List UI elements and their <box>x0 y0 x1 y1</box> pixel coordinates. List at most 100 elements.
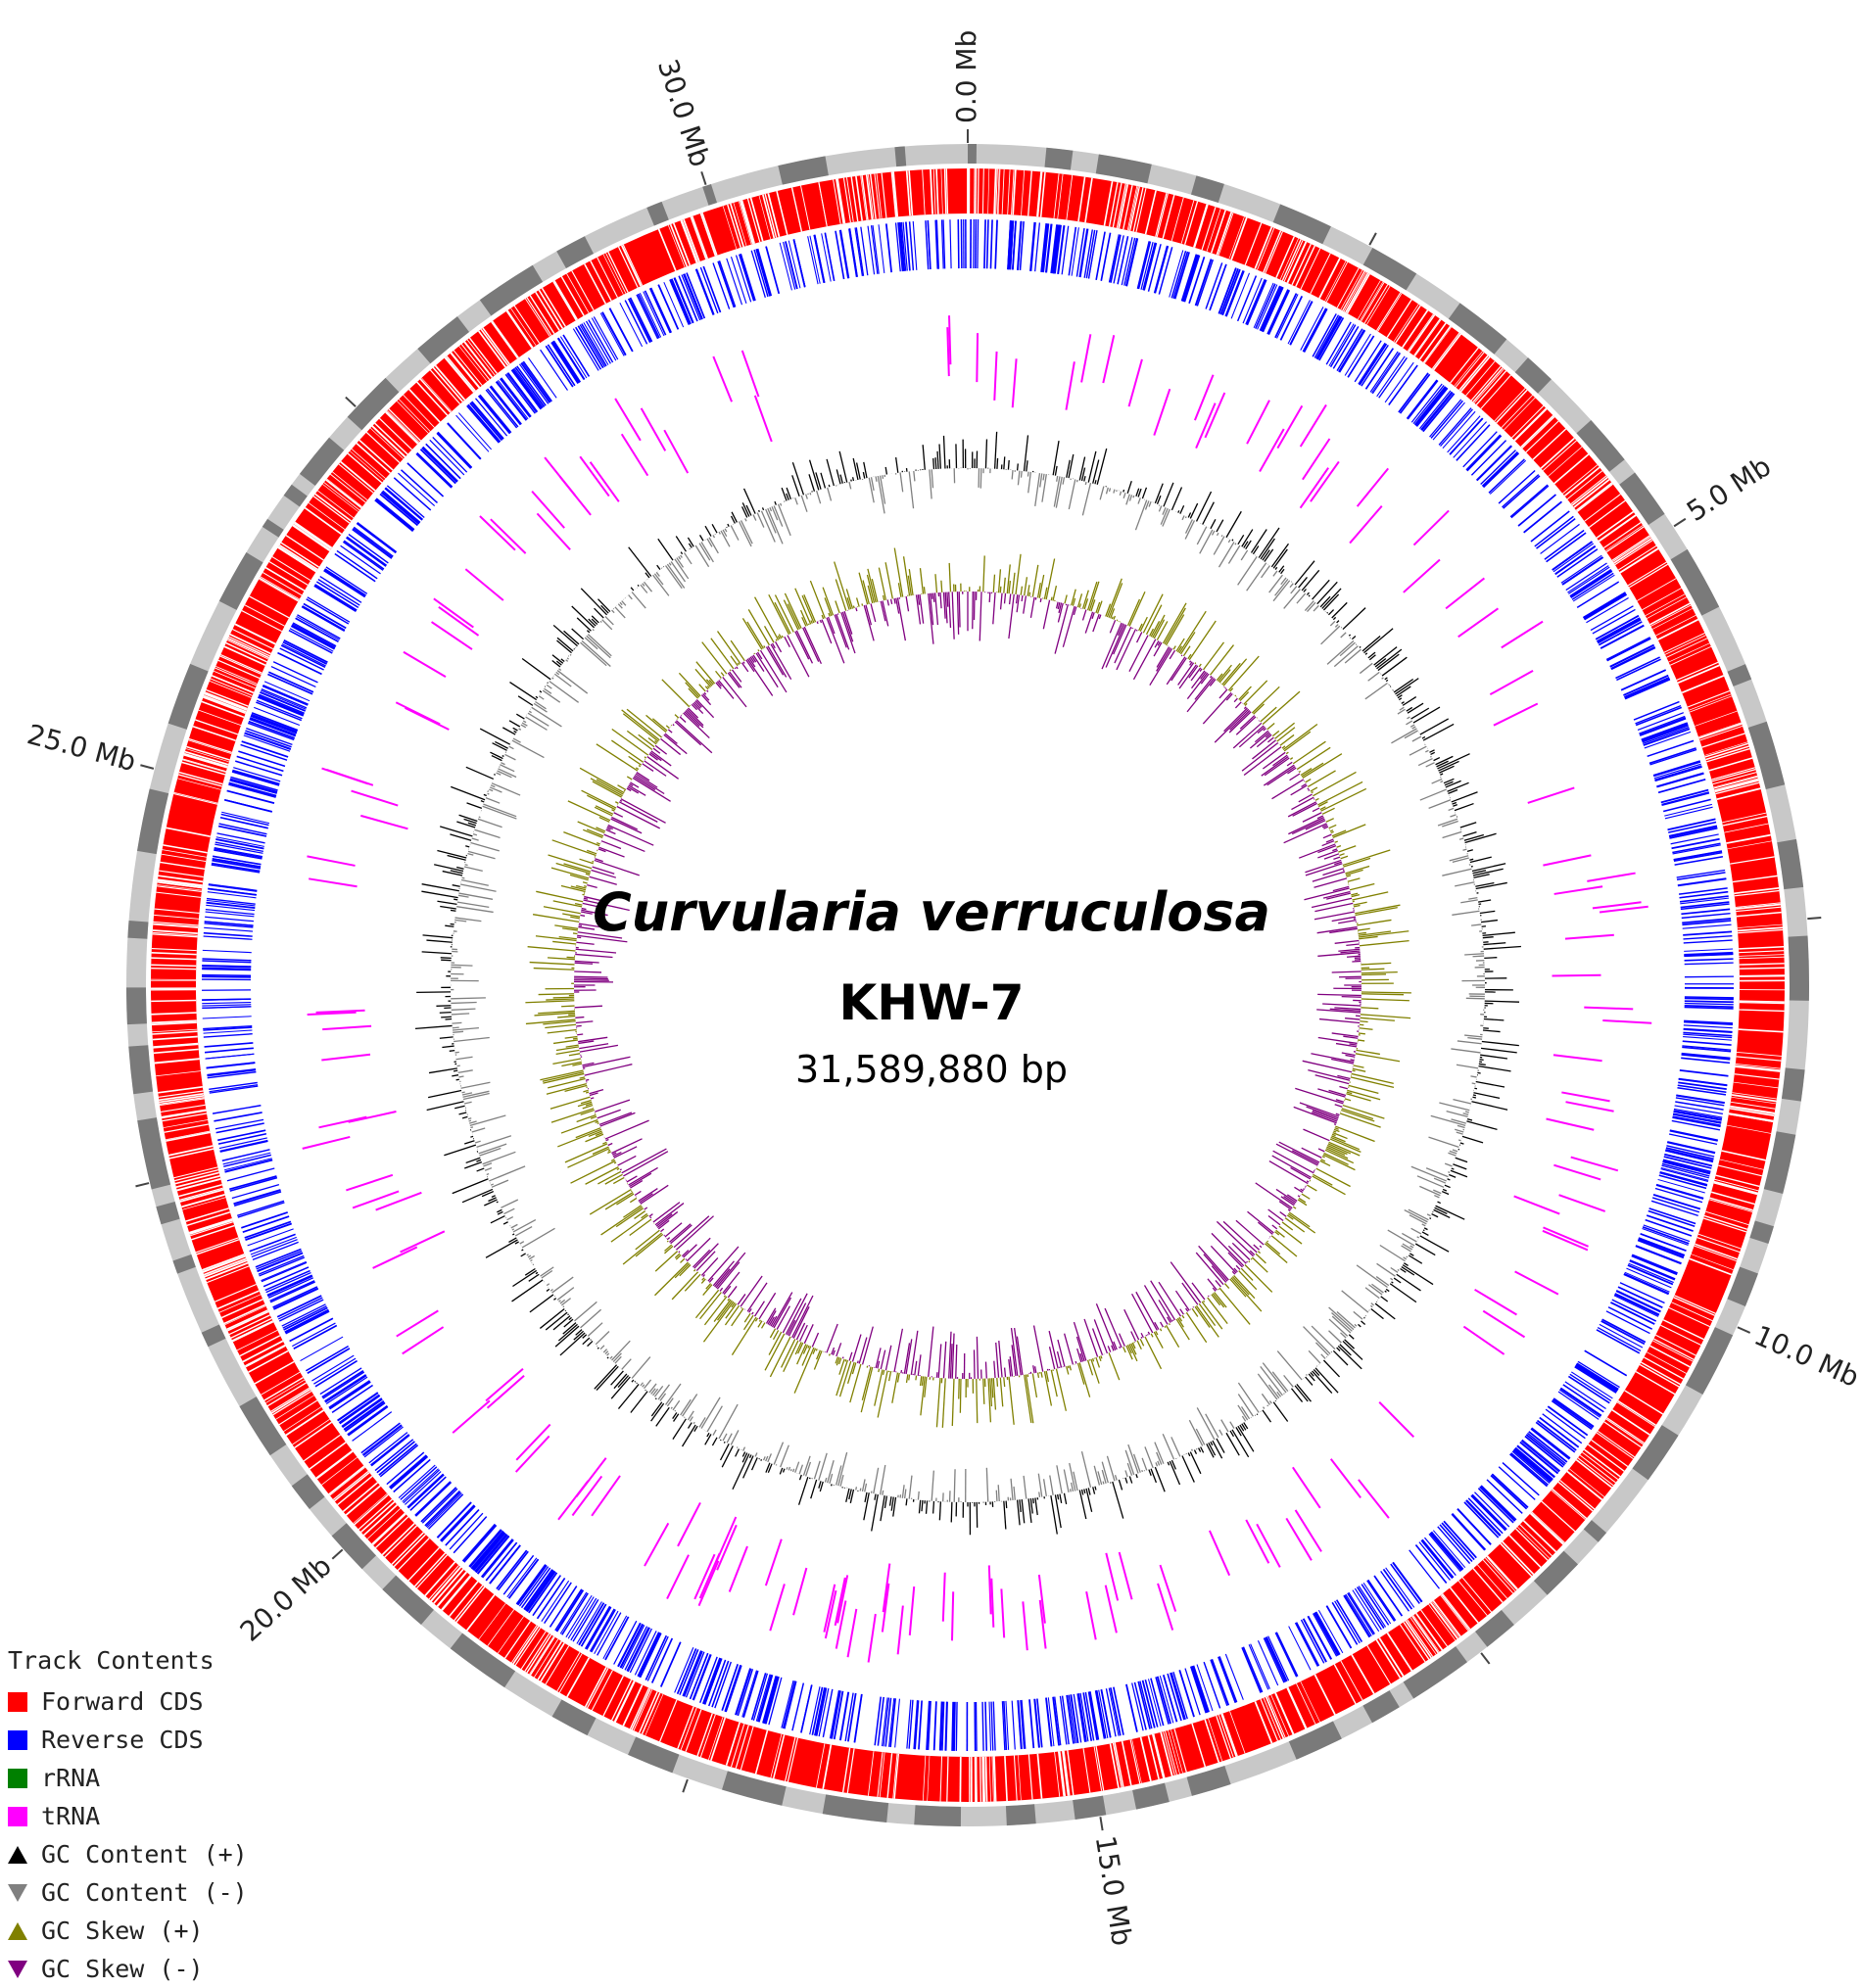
gc-content-bar <box>927 1500 928 1513</box>
gc-skew-bar <box>892 1373 898 1403</box>
gc-content-bar <box>572 606 595 628</box>
gc-skew-bar <box>1137 632 1142 642</box>
contig-segment <box>915 1815 961 1817</box>
reverse-cds-feature <box>1649 748 1696 763</box>
gc-content-bar <box>1462 1136 1483 1142</box>
gc-content-bar <box>462 1189 493 1202</box>
trna-feature <box>1260 429 1284 471</box>
gc-skew-bar <box>1228 1253 1243 1267</box>
gc-skew-bar <box>997 1378 998 1387</box>
gc-content-bar <box>653 575 669 595</box>
reverse-cds-feature <box>294 1326 337 1349</box>
gc-content-bar <box>1369 1310 1370 1311</box>
gc-skew-bar <box>1230 710 1250 730</box>
gc-content-bar <box>1103 1482 1104 1485</box>
gc-content-bar <box>1218 542 1233 567</box>
gc-content-bar <box>462 1093 472 1095</box>
gc-skew-bar <box>1258 1222 1272 1234</box>
gc-content-bar <box>1309 1374 1314 1381</box>
gc-skew-bar <box>1148 1332 1149 1335</box>
trna-feature <box>742 351 759 397</box>
gc-content-bar <box>780 1468 782 1474</box>
reverse-cds-feature <box>1431 401 1462 438</box>
gc-content-bar <box>849 482 851 489</box>
gc-skew-bar <box>1268 1209 1283 1221</box>
gc-content-bar <box>1430 756 1431 757</box>
reverse-cds-feature <box>1225 1654 1243 1700</box>
gc-content-bar <box>1138 497 1140 503</box>
gc-skew-bar <box>1291 785 1308 795</box>
reverse-cds-feature <box>438 432 472 467</box>
reverse-cds-feature <box>1344 1595 1369 1637</box>
gc-skew-bar <box>1285 1218 1305 1232</box>
trna-feature <box>1120 1552 1132 1599</box>
gc-content-bar <box>1460 823 1476 828</box>
gc-content-bar <box>753 515 756 521</box>
trna-feature <box>1463 1327 1504 1354</box>
trna-feature <box>1404 559 1440 592</box>
gc-skew-bar <box>1254 1245 1260 1250</box>
gc-skew-bar <box>1179 611 1206 653</box>
gc-skew-bar <box>1089 582 1099 611</box>
gc-content-bar <box>1448 782 1469 791</box>
reverse-cds-feature <box>1197 260 1213 306</box>
gc-content-bar <box>587 636 611 658</box>
gc-content-bar <box>1197 527 1207 544</box>
contig-segment <box>705 193 714 196</box>
gc-content-bar <box>1473 1093 1500 1099</box>
gc-content-bar <box>1142 1470 1143 1472</box>
gc-skew-bar <box>667 1241 668 1242</box>
reverse-cds-feature <box>991 1702 993 1751</box>
gc-content-bar <box>1221 1420 1228 1432</box>
reverse-cds-feature <box>1196 260 1212 306</box>
reverse-cds-feature <box>1481 450 1516 485</box>
gc-skew-bar <box>909 1375 910 1381</box>
gc-content-bar <box>554 674 571 686</box>
reverse-cds-feature <box>398 473 434 505</box>
gc-skew-bar <box>1009 581 1010 593</box>
gc-content-bar <box>1008 460 1009 470</box>
reverse-cds-feature <box>782 1680 793 1728</box>
gc-skew-bar <box>1065 594 1067 603</box>
gc-content-bar <box>1449 808 1455 810</box>
gc-content-bar <box>1464 954 1484 955</box>
trna-feature <box>1129 359 1142 406</box>
gc-skew-bar <box>999 1341 1002 1377</box>
gc-content-bar <box>788 1467 789 1470</box>
gc-skew-bar <box>894 1329 902 1372</box>
gc-content-bar <box>529 711 531 712</box>
gc-skew-bar <box>1290 758 1292 760</box>
gc-content-bar <box>1197 492 1212 521</box>
gc-content-bar <box>509 683 536 700</box>
gc-content-bar <box>1182 1455 1194 1482</box>
gc-content-bar <box>675 1410 676 1411</box>
gc-content-bar <box>1452 1168 1455 1169</box>
trna-feature <box>1587 874 1635 881</box>
gc-skew-bar <box>1024 595 1027 613</box>
gc-content-bar <box>800 1475 802 1480</box>
reverse-cds-feature <box>1441 409 1473 447</box>
gc-skew-bar <box>979 592 981 640</box>
gc-skew-bar <box>664 1235 665 1236</box>
gc-content-bar <box>1155 1467 1165 1491</box>
gc-content-bar <box>459 1112 467 1114</box>
gc-content-bar <box>631 588 634 591</box>
gc-content-bar <box>497 773 502 775</box>
scale-label: 15.0 Mb <box>1089 1833 1138 1948</box>
gc-skew-bar <box>1263 691 1300 725</box>
gc-content-bar <box>1409 1209 1429 1219</box>
reverse-cds-feature <box>1499 470 1535 503</box>
gc-skew-bar <box>993 592 995 624</box>
trna-feature <box>991 1579 993 1628</box>
trna-feature <box>1247 401 1269 444</box>
gc-content-bar <box>1402 702 1405 704</box>
gc-content-bar <box>781 1445 789 1467</box>
gc-content-bar <box>1322 589 1341 609</box>
contig-segment <box>292 491 300 501</box>
reverse-cds-feature <box>448 423 481 459</box>
contig-segment <box>781 166 828 175</box>
trna-feature <box>453 1400 490 1433</box>
gc-skew-bar <box>1109 1352 1120 1380</box>
gc-skew-bar <box>1133 639 1155 680</box>
gc-content-bar <box>1307 592 1309 594</box>
